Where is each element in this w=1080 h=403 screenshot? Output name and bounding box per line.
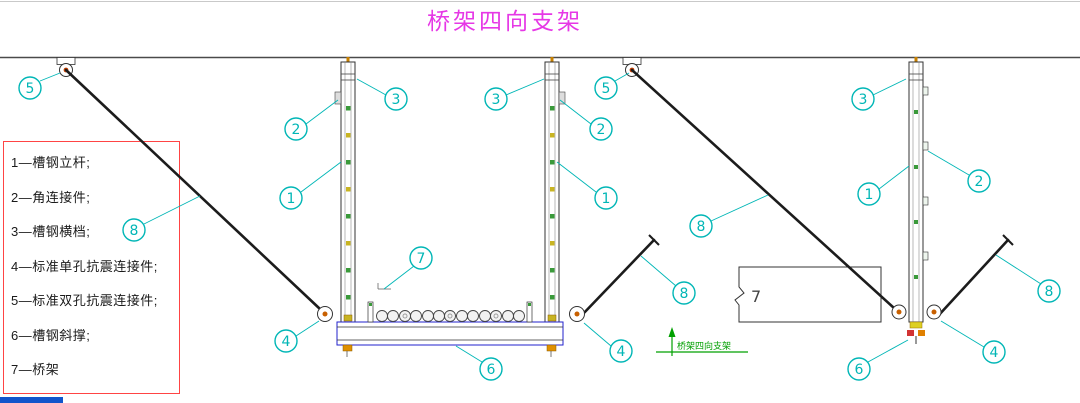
callout-3-c: 3	[851, 87, 875, 111]
callout-3-a: 3	[384, 87, 408, 111]
legend-item-2: 2—角连接件;	[11, 189, 91, 205]
callout-label: 4	[282, 334, 291, 350]
legend-item-5: 5—标准双孔抗震连接件;	[11, 293, 158, 308]
callout-label: 4	[990, 345, 999, 361]
side-tray-label: 7	[751, 287, 761, 306]
legend-item-4: 4—标准单孔抗震连接件;	[11, 258, 158, 274]
channel-post-left	[334, 61, 356, 323]
diagonal-braces	[64, 68, 1014, 322]
callout-3-b: 3	[484, 87, 508, 111]
ceiling-anchor-left	[56, 57, 76, 77]
callout-8-d: 8	[1037, 279, 1061, 303]
callout-label: 2	[975, 174, 984, 190]
callout-label: 4	[617, 344, 626, 360]
callout-label: 5	[602, 81, 611, 97]
callout-label: 8	[130, 223, 139, 239]
callout-1-b: 1	[594, 186, 618, 210]
cable-circles	[376, 310, 525, 322]
brace-end-tick	[1002, 234, 1014, 246]
callout-label: 2	[597, 122, 606, 138]
front-view	[334, 57, 566, 357]
channel-post-side	[908, 61, 929, 323]
side-view	[734, 57, 929, 344]
callout-label: 6	[855, 362, 864, 378]
callout-label: 3	[492, 92, 501, 108]
bottom-left-blue-strip	[0, 397, 63, 403]
axis-arrow-icon	[668, 327, 676, 337]
brace-long-right	[630, 68, 896, 310]
legend-item-7: 7—桥架	[11, 362, 60, 377]
callout-8-c: 8	[689, 214, 713, 238]
callout-label: 8	[697, 219, 706, 235]
callout-label: 1	[287, 191, 296, 207]
callout-6-b: 6	[847, 357, 871, 381]
axis-marker: 桥架四向支架	[656, 327, 748, 356]
callout-label: 8	[680, 286, 689, 302]
brace-end-tick	[648, 234, 660, 246]
legend-item-6: 6—槽钢斜撑;	[11, 327, 91, 343]
leader-lines	[39, 72, 1042, 363]
callout-6-a: 6	[479, 357, 503, 381]
legend: 1—槽钢立杆; 2—角连接件; 3—槽钢横档; 4—标准单孔抗震连接件; 5—标…	[3, 141, 180, 394]
callout-label: 7	[417, 251, 426, 267]
brace-short-left	[580, 238, 656, 317]
callout-label: 5	[26, 81, 35, 97]
callout-2-c: 2	[967, 169, 991, 193]
callout-2-a: 2	[284, 117, 308, 141]
axis-marker-label: 桥架四向支架	[677, 340, 731, 352]
callout-label: 3	[392, 92, 401, 108]
callout-2-b: 2	[589, 117, 613, 141]
callout-4-b: 4	[609, 339, 633, 363]
angle-connector-icon	[558, 91, 566, 105]
callout-label: 1	[865, 187, 874, 203]
cable-tray-side	[734, 266, 882, 323]
cable-tray-front	[336, 301, 564, 346]
callout-8-a: 8	[122, 218, 146, 242]
ceiling-anchor-right	[622, 57, 642, 77]
page-title: 桥架四向支架	[427, 8, 583, 34]
callout-4-c: 4	[982, 340, 1006, 364]
legend-item-1: 1—槽钢立杆;	[11, 155, 91, 170]
brace-short-right	[936, 238, 1010, 318]
brace-long-left	[64, 68, 322, 311]
callout-7-a: 7	[409, 246, 433, 270]
callout-label: 2	[292, 122, 301, 138]
side-view-bottom-fittings	[907, 321, 925, 344]
callout-5-b: 5	[594, 76, 618, 100]
callout-1-a: 1	[279, 186, 303, 210]
callout-label: 8	[1045, 284, 1054, 300]
callout-8-b: 8	[672, 281, 696, 305]
angle-connector-icon	[334, 91, 342, 105]
callout-label: 1	[602, 191, 611, 207]
legend-item-3: 3—槽钢横档;	[11, 224, 91, 239]
callout-label: 6	[487, 362, 496, 378]
callout-1-c: 1	[857, 182, 881, 206]
callout-4-a: 4	[274, 329, 298, 353]
callout-5-a: 5	[18, 76, 42, 100]
pivot-connectors	[317, 304, 942, 322]
callout-label: 3	[859, 92, 868, 108]
tray-bolts	[342, 344, 557, 357]
